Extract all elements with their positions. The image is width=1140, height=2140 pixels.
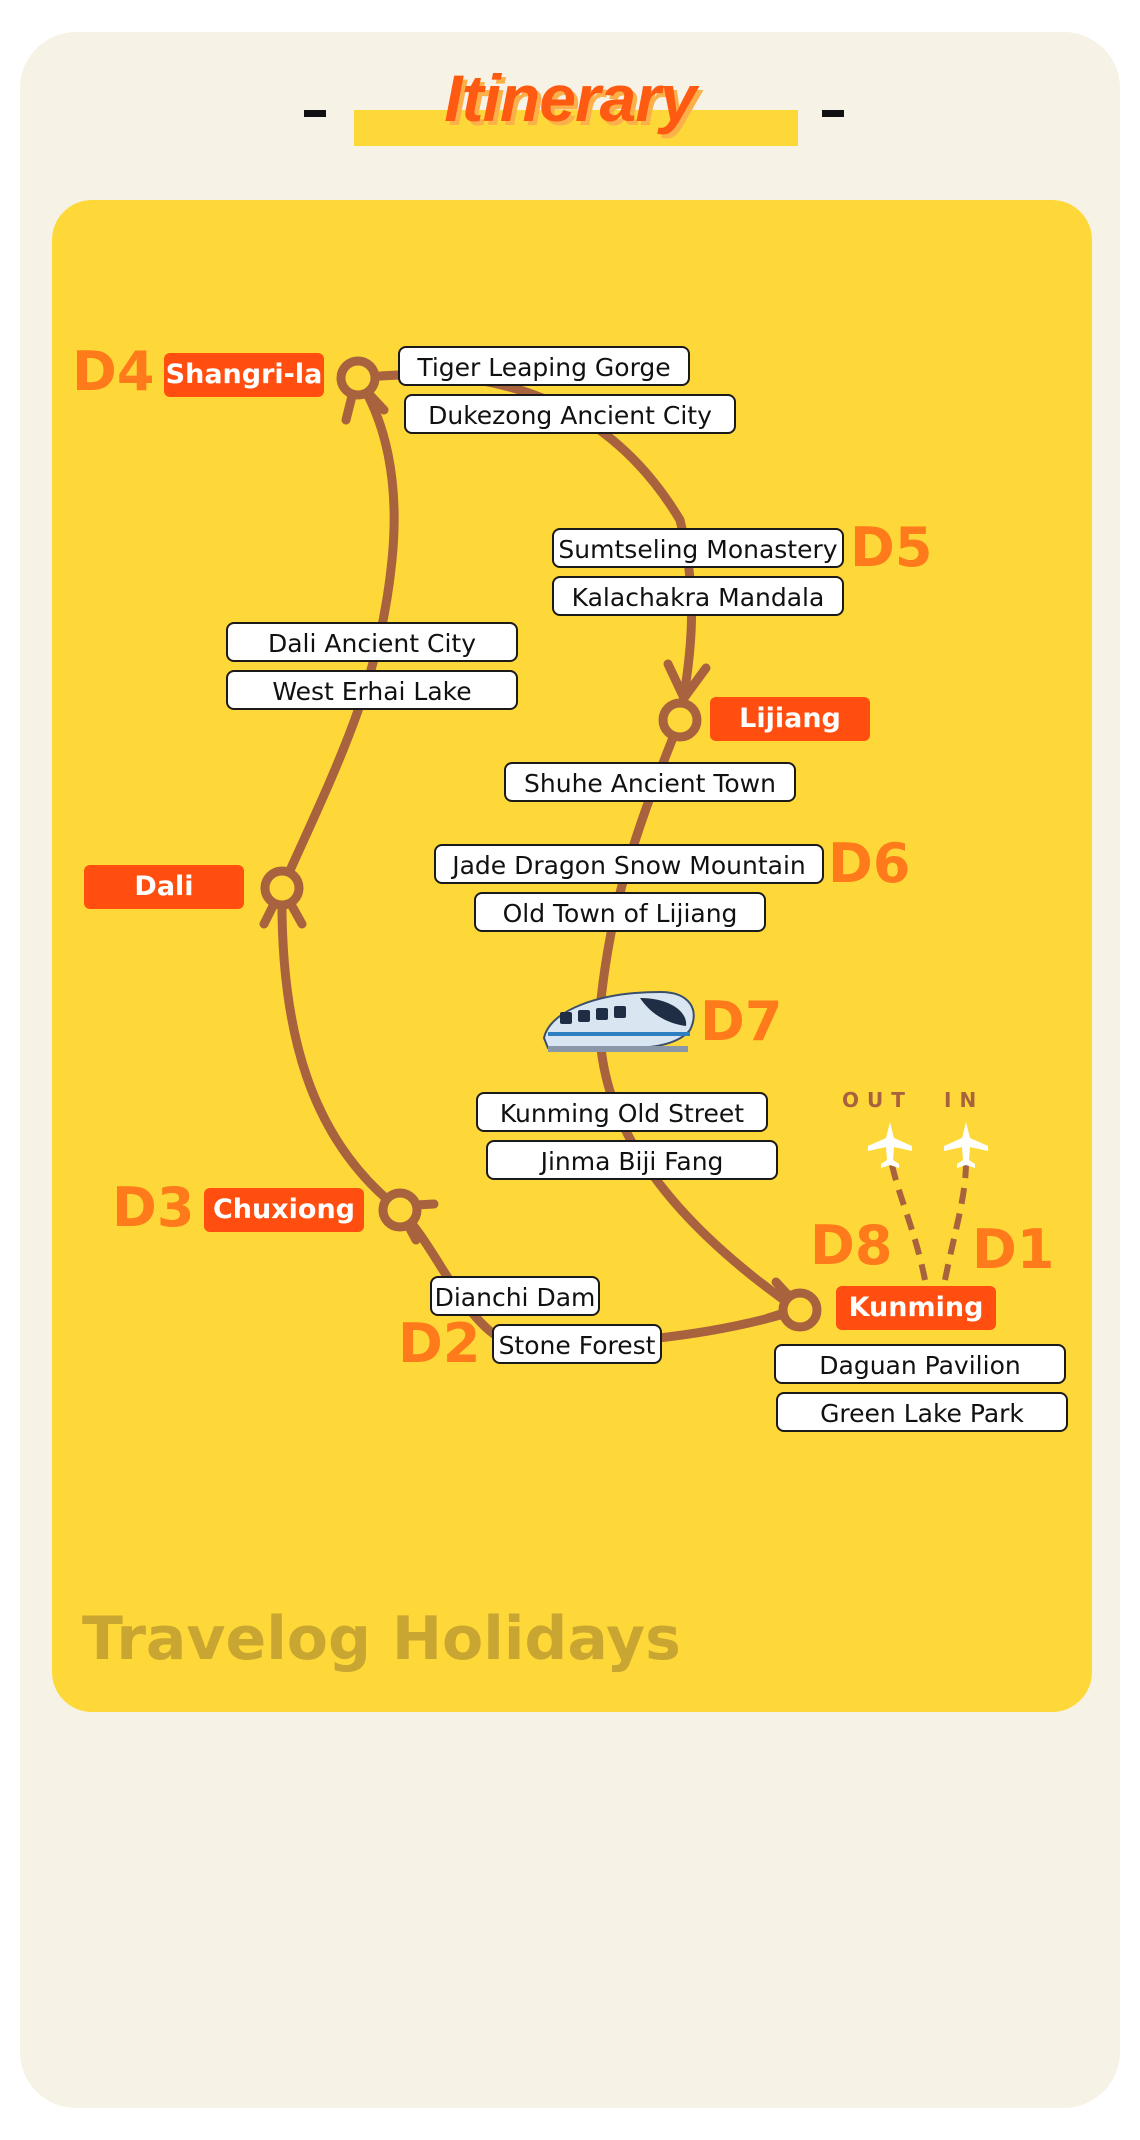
attraction-stone-forest: Stone Forest: [492, 1324, 662, 1364]
stop-shangrila: Shangri-la: [164, 353, 324, 397]
flight-out-path: [889, 1164, 928, 1281]
title-area: Itinerary: [0, 60, 1140, 160]
attraction-tiger-leaping-gorge: Tiger Leaping Gorge: [398, 346, 690, 386]
attraction-green-lake-park: Green Lake Park: [776, 1392, 1068, 1432]
attraction-old-town-of-lijiang: Old Town of Lijiang: [474, 892, 766, 932]
day-label-d2: D2: [398, 1312, 481, 1375]
title-highlight: [354, 110, 798, 146]
brand-watermark: Travelog Holidays: [82, 1604, 681, 1674]
attraction-sumtseling-monastery: Sumtseling Monastery: [552, 528, 844, 568]
attraction-dianchi-dam: Dianchi Dam: [430, 1276, 600, 1316]
title-dash-left: [304, 110, 326, 117]
route-dali-to-shangrila: [277, 373, 399, 893]
flight-in-label: IN: [944, 1088, 985, 1112]
day-label-d3: D3: [112, 1176, 195, 1239]
page-title: Itinerary: [444, 61, 696, 135]
attraction-jinma-biji-fang: Jinma Biji Fang: [486, 1140, 778, 1180]
node-lijiang: [658, 698, 702, 742]
attraction-dukezong-ancient-city: Dukezong Ancient City: [404, 394, 736, 434]
attraction-jade-dragon-snow-mountain: Jade Dragon Snow Mountain: [434, 844, 824, 884]
day-label-d7: D7: [700, 990, 783, 1053]
attraction-shuhe-ancient-town: Shuhe Ancient Town: [504, 762, 796, 802]
attraction-kunming-old-street: Kunming Old Street: [476, 1092, 768, 1132]
attraction-daguan-pavilion: Daguan Pavilion: [774, 1344, 1066, 1384]
stop-lijiang: Lijiang: [710, 697, 870, 741]
route-chuxiong-to-dali: [277, 883, 405, 1215]
node-kunming: [778, 1288, 822, 1332]
stop-kunming: Kunming: [836, 1286, 996, 1330]
stop-dali: Dali: [84, 865, 244, 909]
plane-icon: [944, 1122, 988, 1168]
stop-chuxiong: Chuxiong: [204, 1188, 364, 1232]
day-label-d6: D6: [828, 832, 911, 895]
node-shangrila: [336, 356, 380, 400]
node-dali: [260, 866, 304, 910]
day-label-d5: D5: [850, 516, 933, 579]
itinerary-panel: [52, 200, 1092, 1712]
day-label-d1: D1: [972, 1218, 1055, 1281]
attraction-west-erhai-lake: West Erhai Lake: [226, 670, 518, 710]
day-label-d4: D4: [72, 340, 155, 403]
title-dash-right: [822, 110, 844, 117]
attraction-kalachakra-mandala: Kalachakra Mandala: [552, 576, 844, 616]
arrow-into-lijiang: [663, 659, 711, 703]
attraction-dali-ancient-city: Dali Ancient City: [226, 622, 518, 662]
node-chuxiong: [378, 1188, 422, 1232]
day-label-d8: D8: [810, 1214, 893, 1277]
flight-in-path: [942, 1164, 969, 1281]
plane-icon: [868, 1122, 912, 1168]
train-icon: [542, 990, 695, 1052]
flight-out-label: OUT: [842, 1088, 913, 1112]
